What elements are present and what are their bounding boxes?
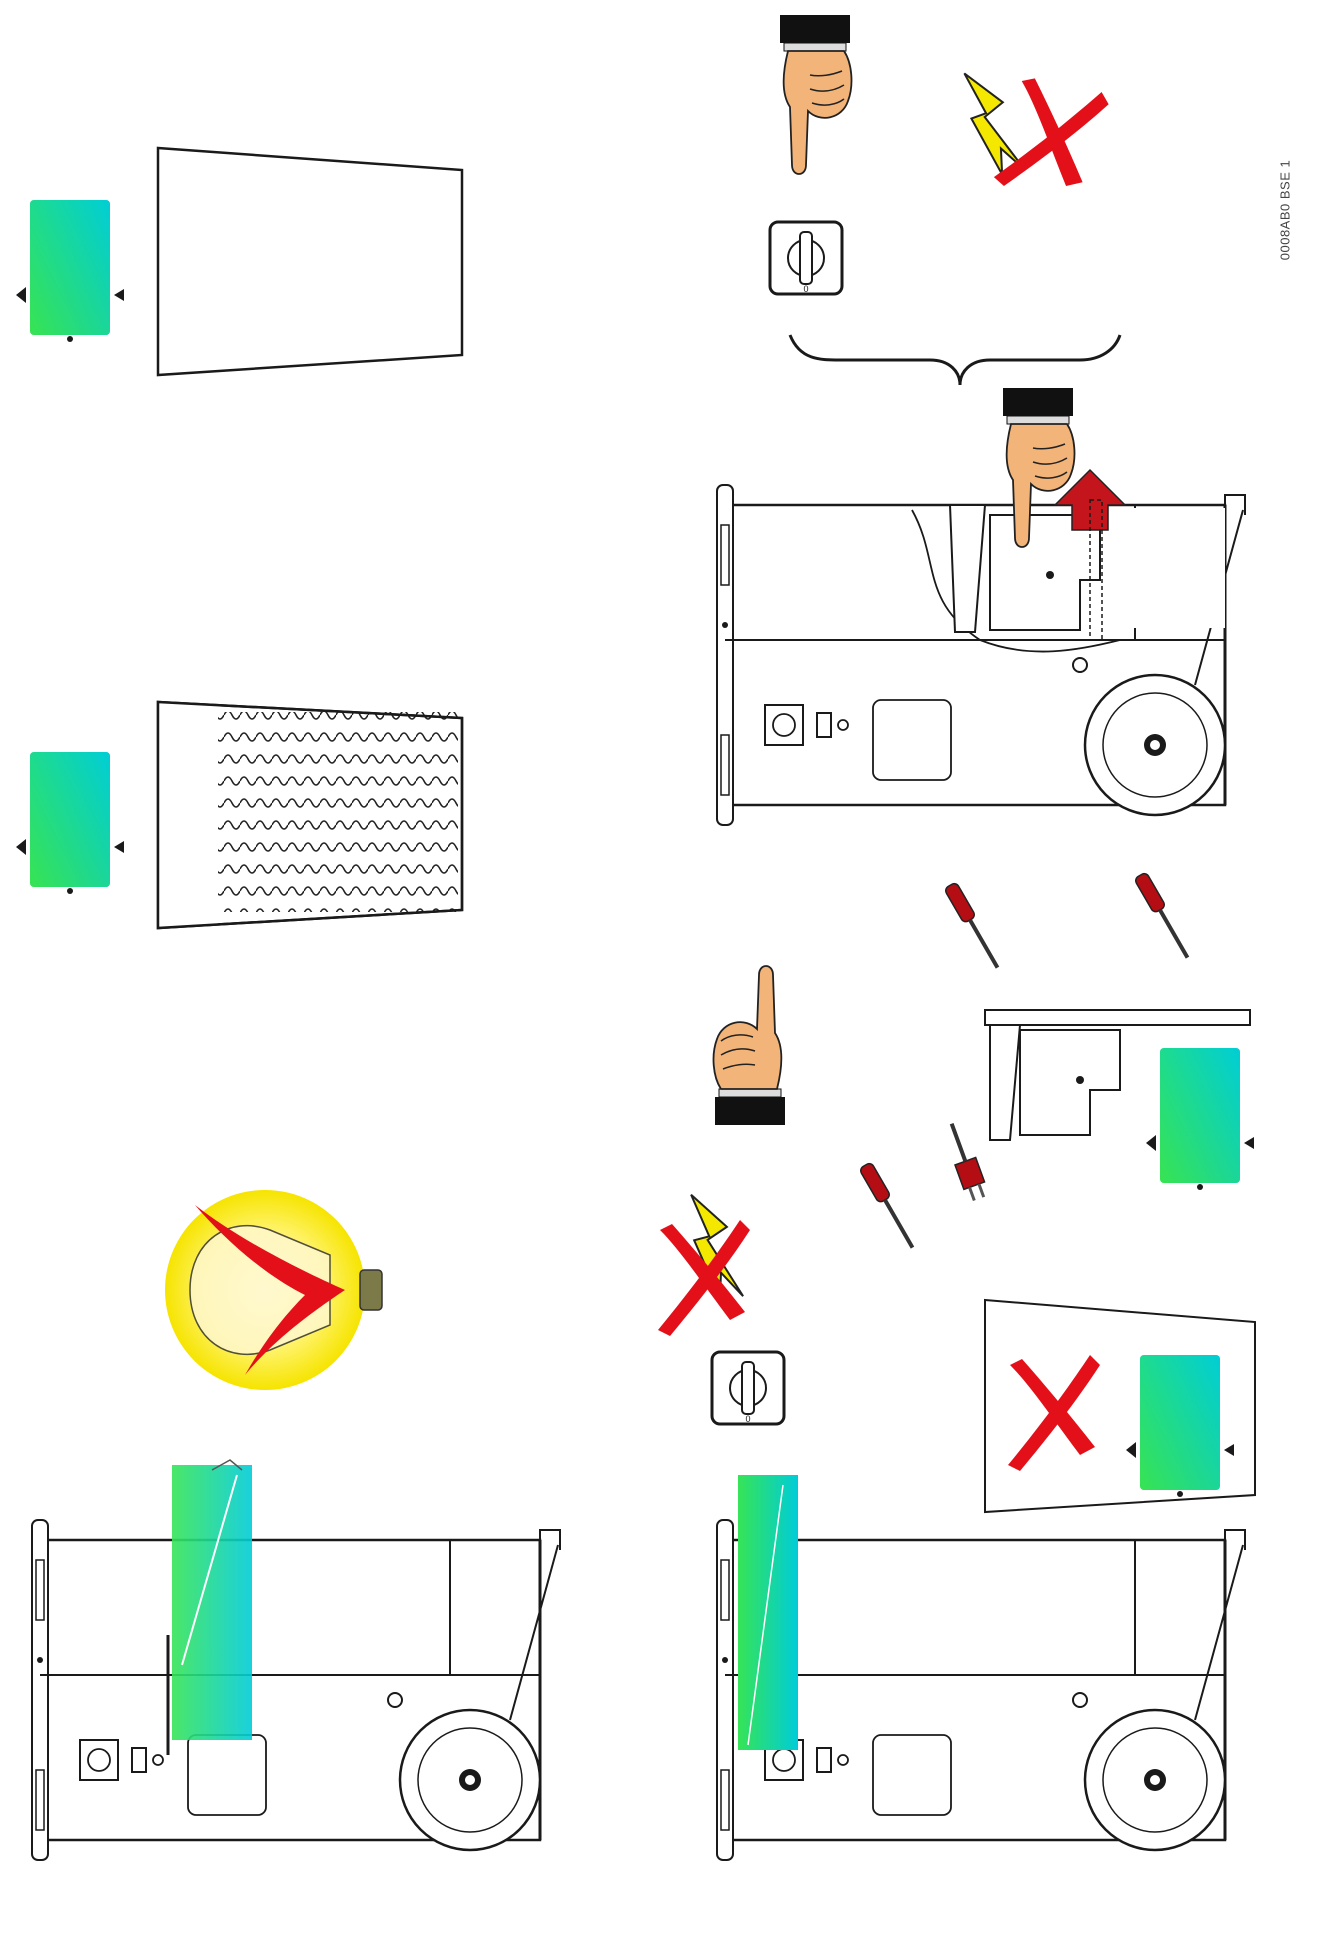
machine-filter-insert <box>32 1460 560 1860</box>
reference-code: 0008AB0 BSE 1 <box>1265 120 1305 300</box>
machine-open-panel <box>717 388 1245 825</box>
clogged-filter-icon <box>16 702 462 928</box>
warning-lamp-icon <box>165 1190 382 1390</box>
filter-removal-detail <box>985 1010 1254 1190</box>
prohibited-filter-box <box>985 1300 1255 1512</box>
switch-off-warning <box>656 966 785 1424</box>
switch-off-step <box>770 15 1120 385</box>
reference-code-text: 0008AB0 BSE 1 <box>1278 160 1293 260</box>
machine-filter-installed <box>717 1475 1245 1860</box>
clean-filter-icon <box>16 148 462 375</box>
